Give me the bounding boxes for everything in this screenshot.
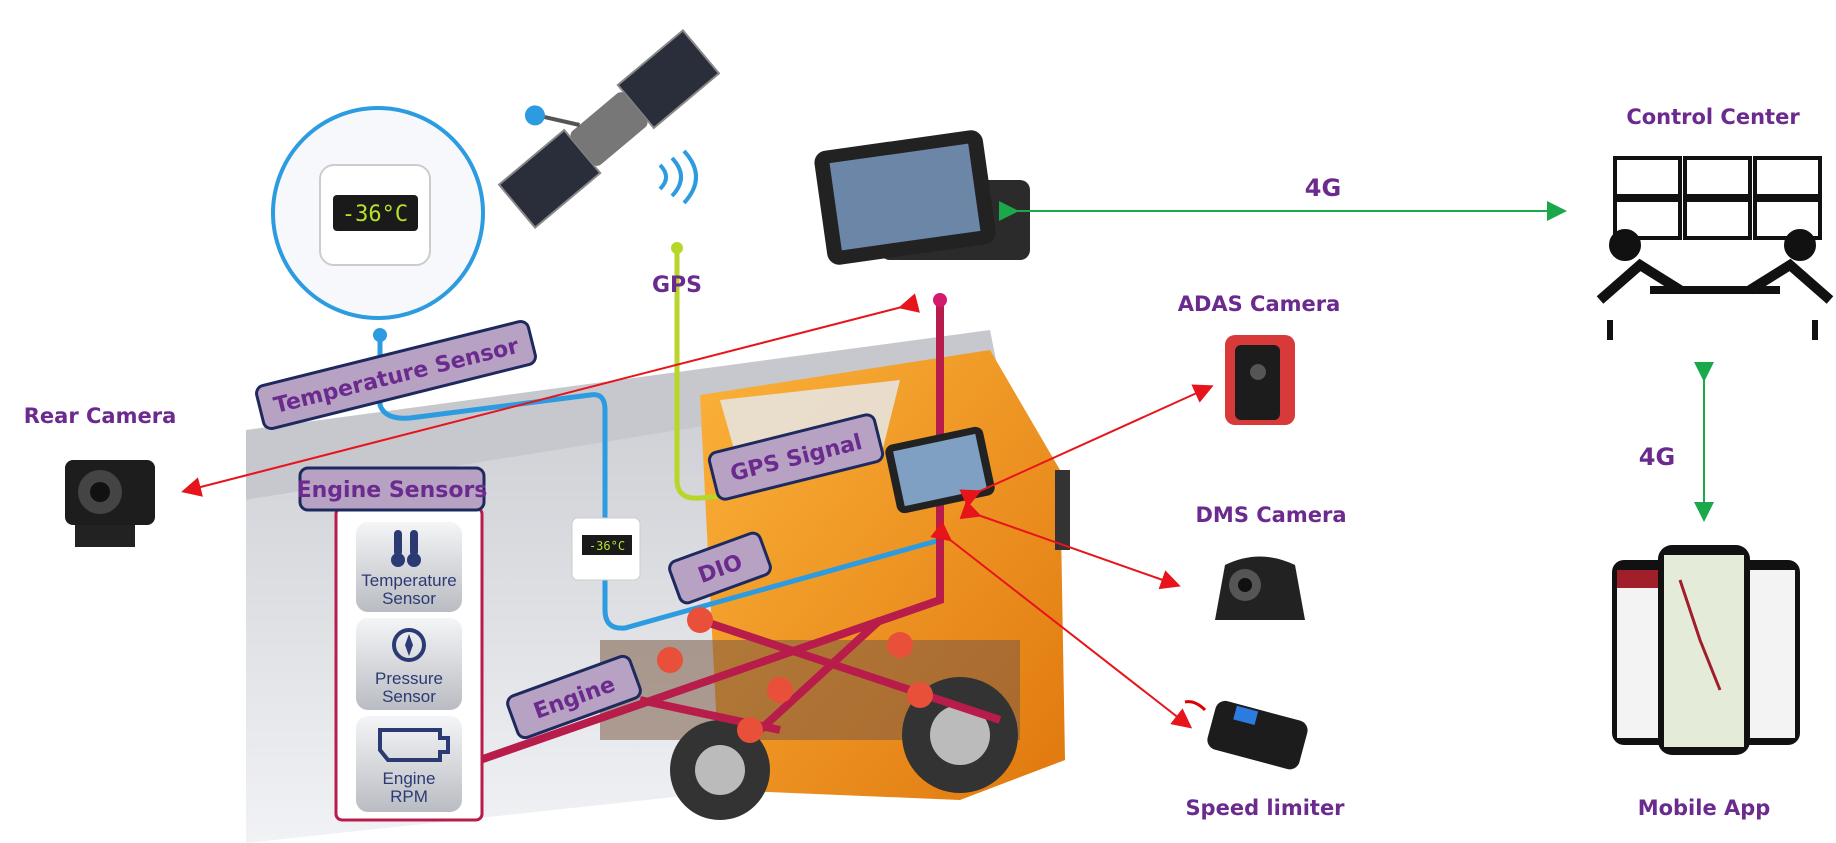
gps-label: GPS	[652, 273, 702, 298]
dms-camera-icon	[1215, 556, 1305, 620]
sensor-tile-engine-rpm: Engine RPM	[356, 716, 462, 812]
mobile-app-phones	[1612, 545, 1800, 755]
camera-links	[181, 293, 1214, 729]
satellite-icon	[497, 29, 721, 229]
engine-sensors-panel: Engine Sensors Temperature Sensor Pressu…	[297, 466, 488, 822]
rear-camera-icon	[65, 460, 155, 547]
4g-label-side: 4G	[1639, 443, 1675, 471]
temperature-sensor-bubble: -36°C	[271, 106, 485, 320]
thermometer-icon	[391, 530, 421, 567]
dio-box: DIO	[668, 531, 772, 605]
signal-waves-icon	[658, 149, 698, 205]
speed-limiter-label: Speed limiter	[1185, 796, 1345, 820]
adas-camera-icon	[1225, 335, 1295, 425]
svg-text:Engine: Engine	[383, 769, 436, 788]
rear-camera-label: Rear Camera	[24, 404, 177, 428]
adas-camera-label: ADAS Camera	[1178, 292, 1341, 316]
svg-text:Sensor: Sensor	[382, 687, 436, 706]
temperature-sensor-device: -36°C	[571, 517, 641, 581]
svg-text:Pressure: Pressure	[375, 669, 443, 688]
svg-text:Temperature: Temperature	[361, 571, 456, 590]
control-center-icon	[1596, 156, 1834, 340]
svg-text:Sensor: Sensor	[382, 589, 436, 608]
sensor-tile-temperature: Temperature Sensor	[356, 522, 462, 612]
4g-links	[999, 201, 1714, 522]
temperature-display: -36°C	[342, 202, 408, 227]
pressure-gauge-icon	[392, 628, 426, 662]
temperature-device-display: -36°C	[589, 539, 625, 553]
engine-icon	[378, 728, 450, 762]
svg-text:RPM: RPM	[390, 787, 428, 806]
4g-label-top: 4G	[1305, 174, 1341, 202]
control-center-label: Control Center	[1626, 105, 1800, 129]
speed-limiter-icon	[1184, 700, 1308, 770]
sensor-tile-pressure: Pressure Sensor	[356, 618, 462, 710]
dashcam-tablet-device	[814, 130, 1030, 265]
dms-camera-label: DMS Camera	[1196, 503, 1347, 527]
engine-sensors-title: Engine Sensors	[297, 478, 488, 503]
mobile-app-label: Mobile App	[1638, 796, 1771, 820]
